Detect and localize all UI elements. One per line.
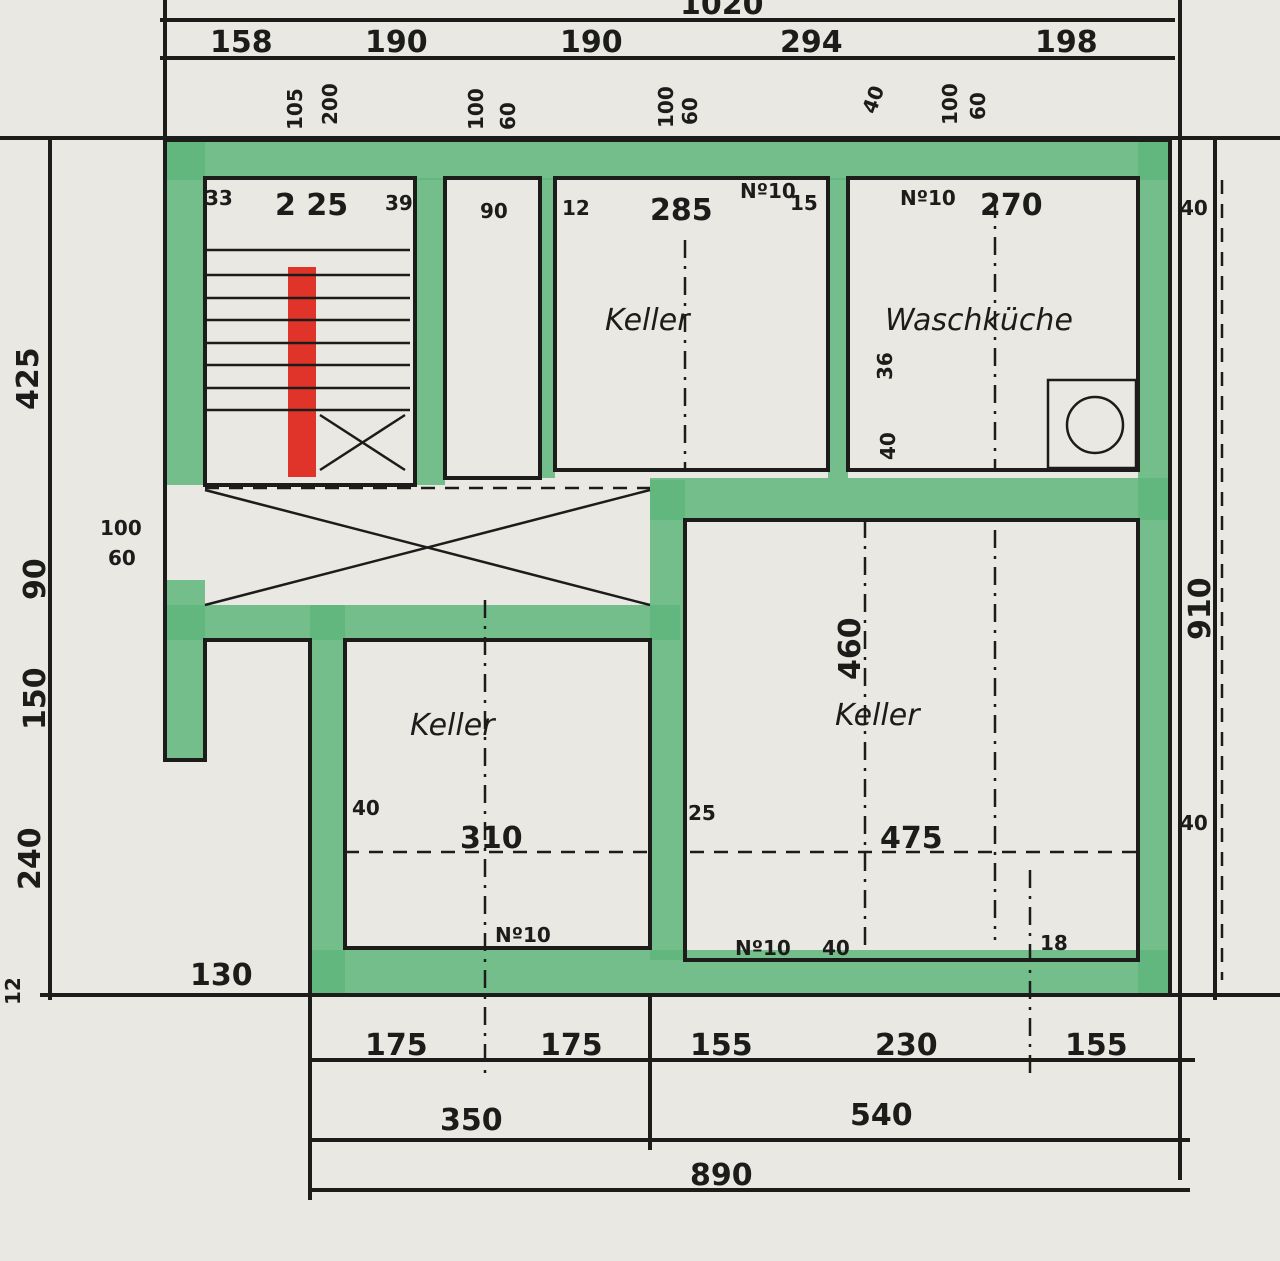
boiler-housing xyxy=(1046,378,1138,470)
dim-s10: 270 xyxy=(980,188,1043,223)
dim-s2: 2 25 xyxy=(275,188,348,223)
dim-k3: 310 xyxy=(460,821,523,856)
dim-w5: 100 xyxy=(938,83,962,125)
dim-right-b: 40 xyxy=(1180,811,1208,835)
dim-s7: Nº10 xyxy=(740,179,796,203)
dim-top-b: 190 xyxy=(365,25,428,60)
dim-s3: 39 xyxy=(385,191,413,215)
staircase xyxy=(205,248,410,472)
dim-bottom-a: 175 xyxy=(365,1028,428,1063)
dim-top-c: 190 xyxy=(560,25,623,60)
dim-left-d: 12 xyxy=(1,977,25,1005)
walls xyxy=(165,140,1170,995)
dim-top-e: 198 xyxy=(1035,25,1098,60)
dim-w5b: 60 xyxy=(966,92,990,120)
boiler xyxy=(1046,378,1138,470)
dim-h1: 36 xyxy=(873,352,897,380)
dim-bottom-b: 175 xyxy=(540,1028,603,1063)
dim-w2b: 60 xyxy=(496,102,520,130)
dim-left-e: 130 xyxy=(190,958,253,993)
dim-bottom-total: 890 xyxy=(690,1158,753,1193)
stair-landing-cross xyxy=(319,413,406,472)
dim-top-total: 1020 xyxy=(680,0,764,22)
room-label-keller-right: Keller xyxy=(835,698,921,733)
dim-top-a: 158 xyxy=(210,25,273,60)
chimney xyxy=(288,267,316,477)
dim-k4: 25 xyxy=(688,801,716,825)
dim-s5: 12 xyxy=(562,196,590,220)
door-dim-b: 60 xyxy=(108,546,136,570)
dim-k5: 475 xyxy=(880,821,943,856)
dim-w2: 100 xyxy=(464,88,488,130)
room-label-waschkueche: Waschküche xyxy=(885,303,1073,338)
stair-treads xyxy=(205,248,410,412)
door-dim-a: 100 xyxy=(100,516,142,540)
dim-right-a: 40 xyxy=(1180,196,1208,220)
dim-s9: Nº10 xyxy=(900,186,956,210)
dim-left-b: 150 xyxy=(18,667,53,730)
dim-bottom-d: 230 xyxy=(875,1028,938,1063)
dim-w3: 100 xyxy=(654,86,678,128)
dim-n3: 40 xyxy=(822,936,850,960)
dim-left-a: 90 xyxy=(18,558,53,600)
dim-w3b: 60 xyxy=(678,97,702,125)
dim-left-c: 240 xyxy=(13,827,48,890)
dim-k2: 40 xyxy=(352,796,380,820)
dim-left-total: 425 xyxy=(11,347,46,410)
dim-w4: 40 xyxy=(857,82,889,116)
dim-n4: 18 xyxy=(1040,931,1068,955)
dimension-lines xyxy=(0,0,1280,1200)
dim-s4: 90 xyxy=(480,199,508,223)
dim-bottom-f: 350 xyxy=(440,1103,503,1138)
dim-h2: 40 xyxy=(876,432,900,460)
dim-n1: Nº10 xyxy=(495,923,551,947)
dim-s8: 15 xyxy=(790,191,818,215)
dim-bottom-g: 540 xyxy=(850,1098,913,1133)
dim-bottom-c: 155 xyxy=(690,1028,753,1063)
dim-w1: 105 xyxy=(283,88,307,130)
dim-k1: 460 xyxy=(833,617,868,680)
dim-n2: Nº10 xyxy=(735,936,791,960)
room-label-keller-top: Keller xyxy=(605,303,691,338)
room-label-keller-left: Keller xyxy=(410,708,496,743)
dim-bottom-e: 155 xyxy=(1065,1028,1128,1063)
dim-top-d: 294 xyxy=(780,25,843,60)
dim-right-total: 910 xyxy=(1183,577,1218,640)
dim-s1: 33 xyxy=(205,186,233,210)
dim-w1b: 200 xyxy=(318,83,342,125)
boiler-circle xyxy=(1065,395,1125,455)
dim-s6: 285 xyxy=(650,193,713,228)
wall-lines xyxy=(163,138,1172,997)
